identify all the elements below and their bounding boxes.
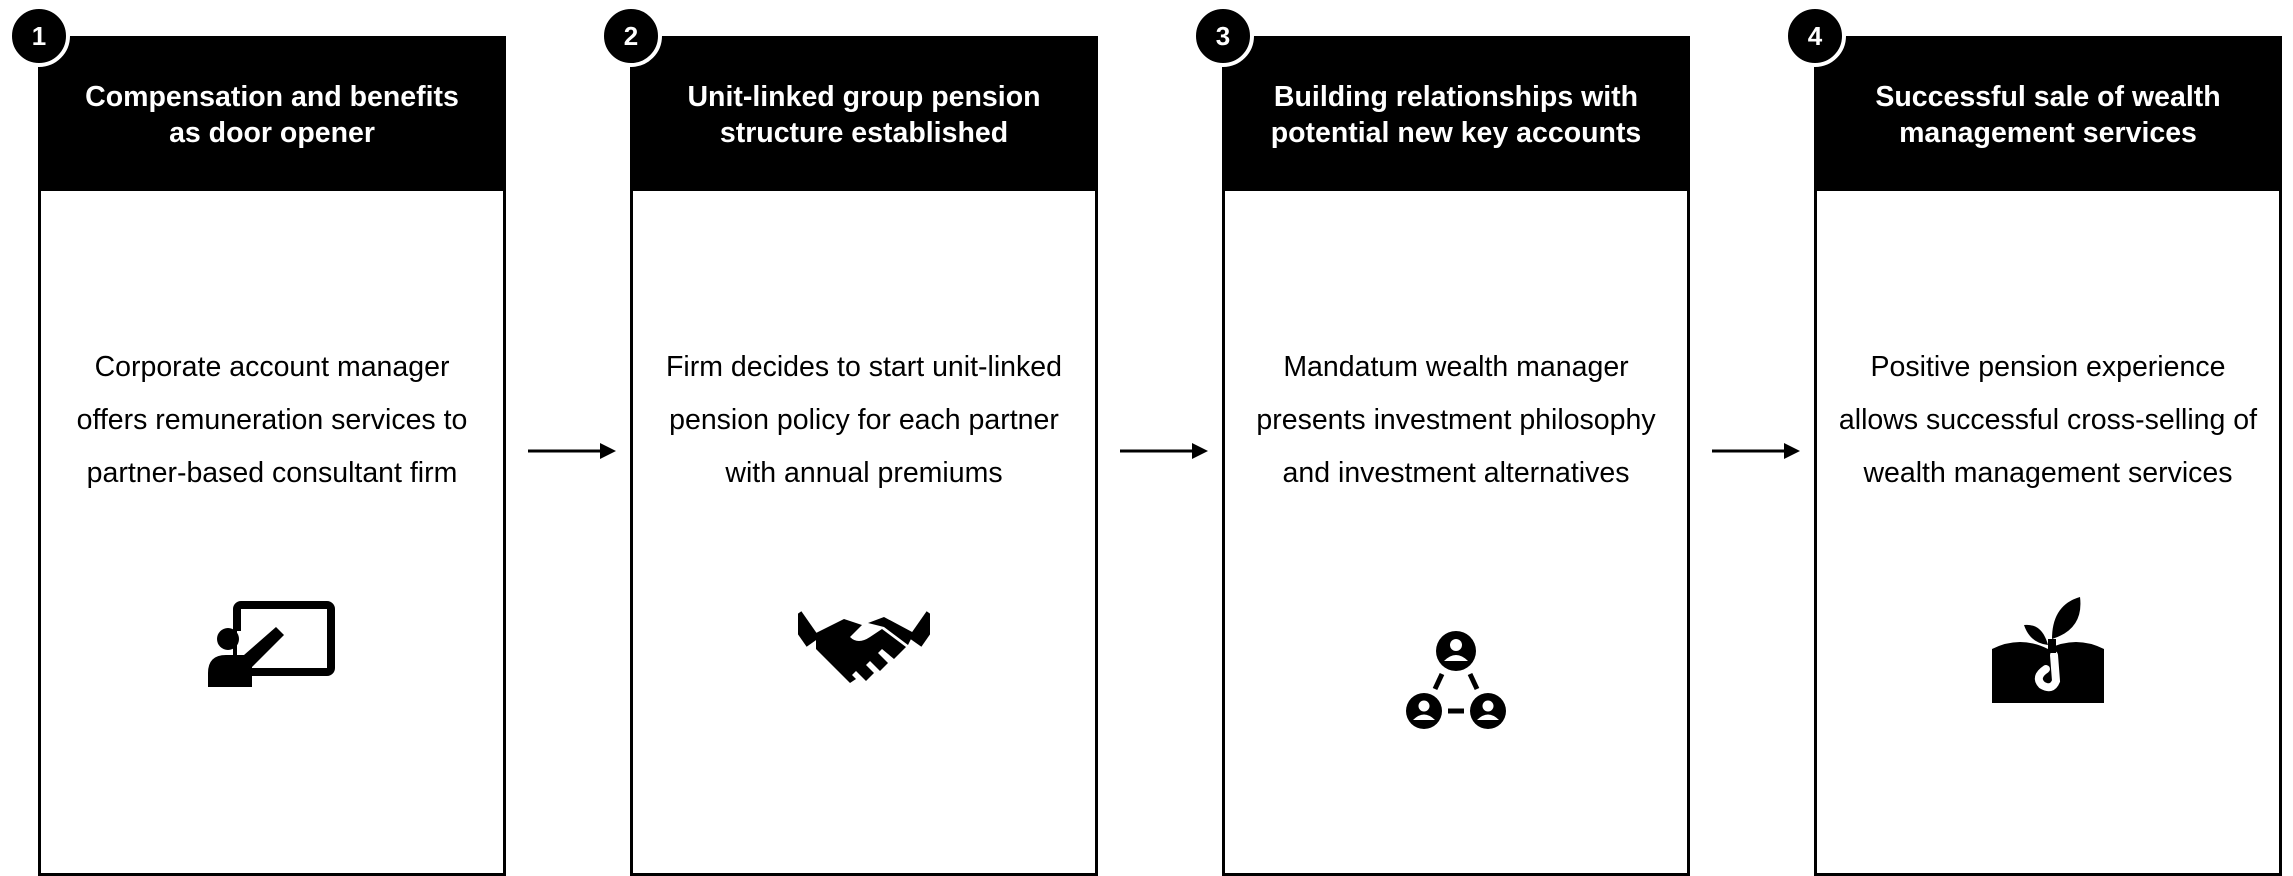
step-description-box-1: Corporate account manager offers remuner… [41, 341, 503, 500]
arrow-right-icon-3 [1712, 443, 1800, 459]
step-card-2: Unit-linked group pension structure esta… [630, 36, 1098, 876]
step-description-box-2: Firm decides to start unit-linked pensio… [633, 341, 1095, 500]
arrow-right-icon-2 [1120, 443, 1208, 459]
step-description-1: Corporate account manager offers remuner… [76, 351, 468, 489]
step-title-3: Building relationships with potential ne… [1270, 81, 1642, 149]
step-header-1: Compensation and benefits as door opener [41, 39, 503, 191]
step-header-2: Unit-linked group pension structure esta… [633, 39, 1095, 191]
step-description-box-4: Positive pension experience allows succe… [1817, 341, 2279, 500]
network-people-icon [1406, 631, 1506, 729]
step-header-4: Successful sale of wealth management ser… [1817, 39, 2279, 191]
presentation-icon [208, 601, 335, 687]
sprout-icon [1992, 597, 2104, 703]
arrow-right-icon-1 [528, 443, 616, 459]
step-description-box-3: Mandatum wealth manager presents investm… [1225, 341, 1687, 500]
step-description-3: Mandatum wealth manager presents investm… [1256, 351, 1656, 489]
step-card-1: Compensation and benefits as door opener… [38, 36, 506, 876]
step-description-4: Positive pension experience allows succe… [1838, 351, 2258, 489]
step-title-1: Compensation and benefits as door opener [85, 81, 459, 149]
step-title-4: Successful sale of wealth management ser… [1875, 81, 2221, 149]
step-number-badge-2: 2 [600, 5, 662, 67]
step-number-badge-3: 3 [1192, 5, 1254, 67]
step-card-4: Successful sale of wealth management ser… [1814, 36, 2282, 876]
step-number-badge-4: 4 [1784, 5, 1846, 67]
handshake-icon [798, 611, 930, 683]
step-header-3: Building relationships with potential ne… [1225, 39, 1687, 191]
step-title-2: Unit-linked group pension structure esta… [687, 81, 1041, 149]
step-description-2: Firm decides to start unit-linked pensio… [666, 351, 1062, 489]
step-card-3: Building relationships with potential ne… [1222, 36, 1690, 876]
step-number-badge-1: 1 [8, 5, 70, 67]
